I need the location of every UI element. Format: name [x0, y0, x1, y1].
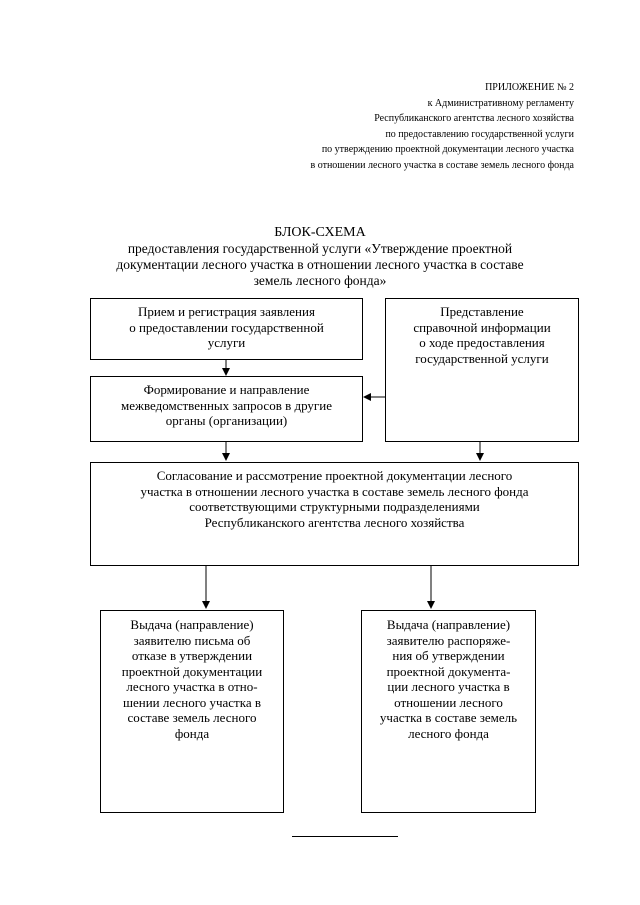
box-text-line: справочной информации — [413, 319, 551, 335]
box-interagency-requests: Формирование и направление межведомствен… — [90, 376, 363, 442]
box-text-line: Выдача (направление) — [386, 617, 511, 632]
title-main: БЛОК-СХЕМА — [274, 225, 366, 240]
appendix-line: по предоставлению государственной услуги — [385, 128, 574, 140]
title-line: предоставления государственной услуги «У… — [127, 241, 513, 256]
box-text-line: Согласование и рассмотрение проектной до… — [156, 468, 513, 483]
box-text-line: лесного участка в отно- — [126, 679, 258, 694]
box-text-line: заявителю распоряже- — [386, 632, 511, 648]
appendix-header: ПРИЛОЖЕНИЕ № 2 к Административному регла… — [310, 80, 574, 173]
box-text-line: шении лесного участка в — [122, 694, 261, 710]
box-text-line: Республиканского агентства лесного хозяй… — [204, 514, 465, 530]
box-refusal-letter: Выдача (направление) заявителю письма об… — [100, 610, 284, 813]
footer-separator — [292, 836, 398, 837]
box-text-line: о предоставлении государственной — [129, 319, 324, 335]
box-text-line: соответствующими структурными подразделе… — [189, 499, 480, 514]
box-text-line: отношении лесного — [394, 694, 503, 710]
box-text-line: услуги — [207, 335, 246, 350]
box-text-line: ния об утверждении — [392, 648, 505, 663]
box-text-line: Выдача (направление) — [130, 617, 254, 632]
box-text-line: участка в составе земель — [379, 710, 518, 725]
box-reception: Прием и регистрация заявления о предоста… — [90, 298, 363, 360]
appendix-line: в отношении лесного участка в составе зе… — [310, 159, 574, 171]
box-text-line: проектной документации — [121, 663, 263, 679]
box-text-line: лесного фонда — [408, 725, 489, 741]
box-text-line: государственной услуги — [415, 350, 549, 366]
box-text-line: отказе в утверждении — [131, 648, 253, 663]
box-text-line: проектной документа- — [386, 663, 511, 679]
appendix-line: ПРИЛОЖЕНИЕ № 2 — [485, 82, 574, 93]
diagram-title: БЛОК-СХЕМА предоставления государственно… — [80, 225, 560, 289]
box-approval-order: Выдача (направление) заявителю распоряже… — [361, 610, 536, 813]
box-text-line: Прием и регистрация заявления — [138, 304, 315, 319]
box-text-line: органы (организации) — [165, 413, 288, 428]
box-text-line: составе земель лесного — [127, 710, 257, 725]
box-reference-info: Представление справочной информации о хо… — [385, 298, 579, 442]
box-text-line: участка в отношении лесного участка в со… — [140, 483, 529, 499]
box-text-line: фонда — [174, 725, 210, 741]
box-text-line: межведомственных запросов в другие — [121, 397, 332, 413]
box-text-line: Представление — [440, 304, 524, 319]
box-text-line: ции лесного участка в — [387, 679, 510, 694]
box-approval-review: Согласование и рассмотрение проектной до… — [90, 462, 579, 566]
appendix-line: по утверждению проектной документации ле… — [321, 144, 574, 155]
box-text-line: о ходе предоставления — [419, 335, 545, 350]
appendix-line: Республиканского агентства лесного хозяй… — [374, 113, 574, 124]
title-line: земель лесного фонда» — [253, 273, 387, 288]
box-text-line: заявителю письма об — [133, 632, 251, 648]
box-text-line: Формирование и направление — [143, 382, 310, 397]
title-line: документации лесного участка в отношении… — [116, 257, 524, 272]
appendix-line: к Административному регламенту — [427, 97, 574, 109]
